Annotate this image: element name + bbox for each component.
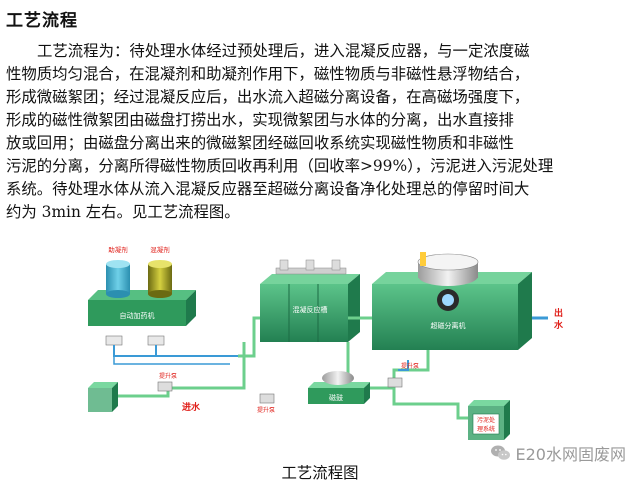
lift-pump-label: 提升泵 (257, 406, 275, 414)
watermark-text: E20水网固废网 (515, 445, 626, 464)
paragraph-line: 系统。待处理水体从流入混凝反应器至超磁分离设备净化处理总的停留时间大 (6, 180, 530, 198)
coagulant-aid-label: 助凝剂 (108, 245, 128, 254)
reactor-label: 混凝反应槽 (293, 305, 328, 314)
magnetic-separator: 超磁分离机 (372, 252, 532, 350)
lift-pump-label: 提升泵 (401, 362, 419, 370)
separator-label: 超磁分离机 (431, 321, 466, 330)
paragraph-line: 工艺流程为：待处理水体经过预处理后，进入混凝反应器，与一定浓度磁 (37, 42, 530, 60)
section-heading: 工艺流程 (6, 11, 78, 31)
paragraph-line: 形成的磁性微絮团由磁盘打捞出水，实现微絮团与水体的分离，出水直接排 (6, 111, 514, 129)
coagulation-reactor: 混凝反应槽 (260, 259, 360, 342)
watermark: E20水网固废网 (490, 441, 626, 465)
lift-pumps: 提升泵 提升泵 提升泵 (157, 362, 419, 414)
paragraph-line: 约为 3min 左右。见工艺流程图。 (6, 203, 240, 221)
dosing-pumps (105, 335, 165, 346)
outlet-label-char1: 出 (554, 307, 563, 319)
outlet: 出 水 (532, 307, 564, 331)
paragraph-line: 放或回用；由磁盘分离出来的微磁絮团经磁回收系统实现磁性物质和非磁性 (6, 134, 514, 152)
magnetic-drum-label: 磁鼓 (329, 393, 343, 402)
outlet-label-char2: 水 (554, 319, 564, 331)
auto-dosing-label: 自动加药机 (120, 311, 155, 320)
sludge-treatment-system: 污泥处 理系统 (468, 400, 510, 440)
process-flow-diagram: 助凝剂 混凝剂 自动加药机 混凝反应槽 超磁分离机 出 水 (88, 245, 564, 440)
paragraph-line: 污泥的分离，分离所得磁性物质回收再利用（回收率>99%），污泥进入污泥处理 (6, 157, 554, 175)
paragraph-line: 性物质均匀混合，在混凝剂和助凝剂作用下，磁性物质与非磁性悬浮物结合， (6, 65, 530, 83)
wechat-icon (490, 445, 510, 460)
sludge-system-label-line2: 理系统 (477, 425, 495, 433)
lift-pump-label: 提升泵 (159, 372, 177, 380)
process-description: 工艺流程为：待处理水体经过预处理后，进入混凝反应器，与一定浓度磁 性物质均匀混合… (6, 40, 634, 224)
figure-caption: 工艺流程图 (281, 464, 359, 482)
sludge-system-label-line1: 污泥处 (477, 416, 495, 424)
inlet-label: 进水 (182, 401, 201, 413)
coagulant-label: 混凝剂 (150, 245, 170, 254)
dosing-station: 助凝剂 混凝剂 自动加药机 (88, 245, 196, 326)
inlet-basin: 进水 (88, 382, 201, 413)
magnetic-drum-unit: 磁鼓 (308, 371, 370, 404)
paragraph-line: 形成微磁絮团；经过混凝反应后，出水流入超磁分离设备，在高磁场强度下， (6, 88, 530, 106)
